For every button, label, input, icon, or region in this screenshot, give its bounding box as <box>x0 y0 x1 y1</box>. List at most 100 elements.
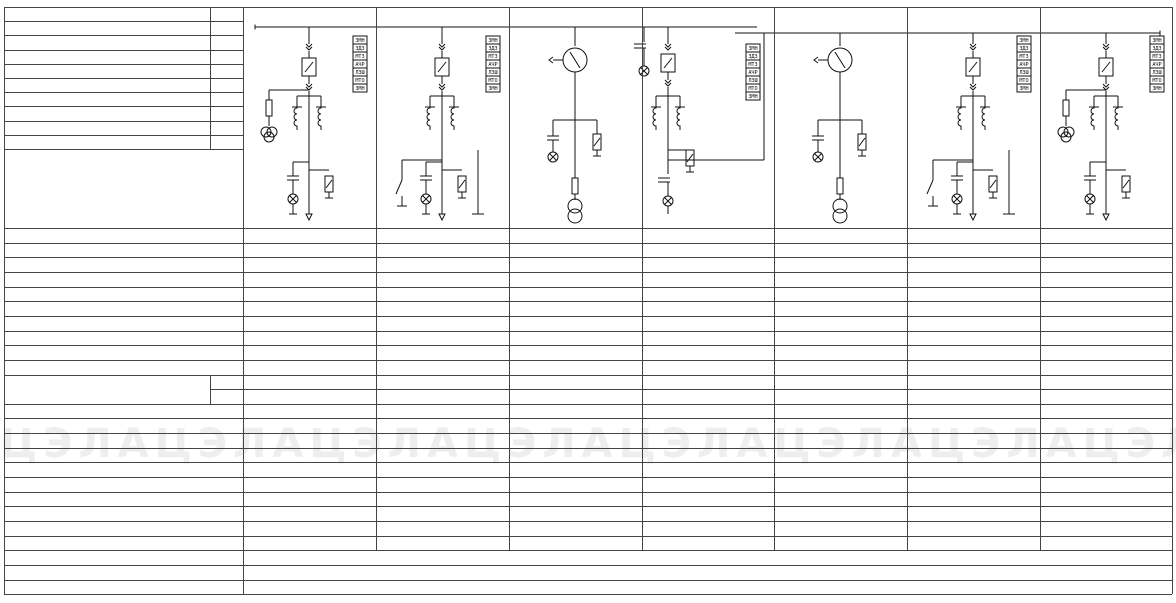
cell-value <box>1040 316 1172 331</box>
cell-value <box>376 492 509 507</box>
row-label <box>4 331 243 346</box>
cell-value <box>376 536 509 551</box>
cell-value <box>907 287 1040 302</box>
cell-value <box>642 331 774 346</box>
row-label <box>4 360 243 375</box>
cell-value <box>642 492 774 507</box>
cell-value <box>509 331 642 346</box>
row-label <box>4 506 243 521</box>
relay-panel-label: ЗМН <box>488 86 497 92</box>
relay-panel-label: МТО <box>748 86 757 92</box>
cell-value <box>907 228 1040 243</box>
cell-value <box>774 506 907 521</box>
cell-value <box>907 462 1040 477</box>
cell-value <box>243 389 376 404</box>
withdrawable-contact <box>438 83 446 91</box>
cell-value <box>243 418 376 433</box>
cell-value <box>1040 404 1172 419</box>
cell-value <box>774 243 907 258</box>
cell-value <box>243 404 376 419</box>
cell-value <box>774 301 907 316</box>
cell-value <box>774 536 907 551</box>
header-param-value <box>210 121 243 135</box>
cell-value <box>642 257 774 272</box>
grid-line <box>4 106 243 108</box>
lamp-cross <box>814 153 822 161</box>
cell-value <box>642 287 774 302</box>
cell-value <box>376 331 509 346</box>
cell-value <box>1040 301 1172 316</box>
cell-value <box>774 257 907 272</box>
cell-value <box>907 536 1040 551</box>
withdrawable-contact <box>438 43 446 51</box>
cell-value <box>509 418 642 433</box>
cell-value <box>243 257 376 272</box>
relay-panel-label: ЛЗШ <box>1152 70 1161 76</box>
grid-line <box>4 92 243 94</box>
cell-value <box>907 331 1040 346</box>
header-param-value <box>210 106 243 120</box>
grid-line <box>509 7 510 551</box>
cell-value <box>642 433 774 448</box>
relay-panel-label: МТЗ <box>748 62 757 68</box>
arrester-mark <box>458 179 466 189</box>
grid-line <box>243 7 244 595</box>
grid-line <box>210 374 211 404</box>
relay-panel-label: МТЗ <box>1152 54 1161 60</box>
aux-arrow <box>813 56 819 64</box>
cell-value <box>376 345 509 360</box>
current-transformer <box>293 104 298 130</box>
grid-line <box>376 7 377 551</box>
relay-panel-label: ЛЗШ <box>355 70 364 76</box>
cell-value <box>642 404 774 419</box>
cell-value <box>509 462 642 477</box>
breaker-contact <box>663 57 673 69</box>
single-line-diagram: ЗМНЗДЗМТЗАЧРЛЗШМТОЗМНЗМНЗДЗМТЗАЧРЛЗШМТОЗ… <box>254 24 1165 224</box>
row-label <box>4 492 243 507</box>
cell-value <box>376 301 509 316</box>
cell-value <box>509 287 642 302</box>
cell-value <box>1040 448 1172 463</box>
cell-value <box>907 316 1040 331</box>
withdrawable-contact <box>1102 83 1110 91</box>
relay-panel-label: ЗМН <box>748 46 757 52</box>
cell-value <box>376 272 509 287</box>
header-param-value <box>210 7 243 21</box>
cell-value <box>376 257 509 272</box>
cell-value <box>243 272 376 287</box>
grid-line <box>4 345 1172 347</box>
header-param-value <box>210 50 243 64</box>
row-label <box>4 272 243 287</box>
cell-value <box>774 375 907 390</box>
cell-value <box>243 448 376 463</box>
cell-value <box>642 345 774 360</box>
grid-line <box>4 21 243 23</box>
aux-switch-contact <box>569 51 581 69</box>
cell-value <box>376 316 509 331</box>
cell-value <box>642 360 774 375</box>
cell-value <box>774 521 907 536</box>
footer-label <box>4 580 243 595</box>
relay-panel-label: ЗМН <box>748 94 757 100</box>
cell-value <box>774 462 907 477</box>
arrester-mark <box>858 137 866 147</box>
arrester-mark <box>686 153 694 163</box>
relay-panel-label: АЧР <box>748 70 757 76</box>
cell-value <box>907 404 1040 419</box>
cell-value <box>509 521 642 536</box>
auxiliary-transformer <box>832 198 848 214</box>
grid-line <box>4 35 243 37</box>
cell-value <box>509 492 642 507</box>
grid-line <box>4 535 1172 537</box>
header-param-value <box>210 78 243 92</box>
cell-value <box>1040 389 1172 404</box>
header-param-value <box>210 135 243 149</box>
arrester-mark <box>989 179 997 189</box>
row-label <box>4 433 243 448</box>
grid-line <box>4 418 1172 420</box>
cell-value <box>1040 345 1172 360</box>
cell-value <box>1040 360 1172 375</box>
cell-value <box>376 287 509 302</box>
cell-value <box>774 287 907 302</box>
fuse <box>571 177 579 195</box>
